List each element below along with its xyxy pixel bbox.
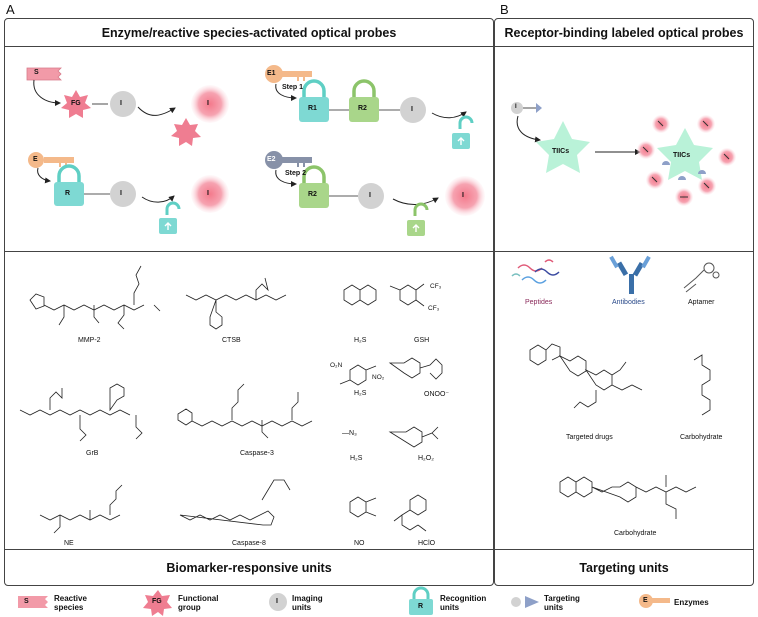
panel-b-footer-title: Targeting units	[579, 561, 669, 575]
panel-letter-b: B	[500, 2, 509, 17]
structures-peptides	[19, 265, 313, 534]
legend-imaging-units: Imaging units	[292, 594, 323, 612]
scheme-i-label-7: I	[462, 192, 464, 199]
label-h2s-a: H₂S	[354, 337, 367, 344]
label-targeted-drugs: Targeted drugs	[566, 434, 613, 441]
panel-letter-a: A	[6, 2, 15, 17]
scheme-fg-label: FG	[71, 100, 81, 107]
label-aptamer: Aptamer	[688, 299, 715, 306]
legend-reactive-species: Reactive species	[54, 594, 87, 612]
legend-glyph-r: R	[418, 603, 424, 610]
label-no2-b: NO₂	[372, 374, 385, 381]
label-hclo: HClO	[418, 540, 436, 547]
footer-divider	[4, 549, 754, 550]
panel-a-box	[4, 18, 494, 586]
antibodies-icon	[609, 255, 651, 294]
scheme-e2	[265, 151, 485, 236]
legend-glyph-e: E	[643, 597, 648, 604]
tlics-label-2: TIICs	[673, 152, 691, 159]
scheme-r2-label-1: R2	[358, 105, 367, 112]
label-caspase3: Caspase-3	[240, 450, 274, 457]
structures-small	[339, 283, 443, 532]
label-no: NO	[354, 540, 365, 547]
label-caspase8: Caspase-8	[232, 540, 266, 547]
legend-enzymes: Enzymes	[674, 598, 709, 607]
label-grb: GrB	[86, 450, 99, 457]
label-cf3-b: CF₃	[428, 305, 440, 312]
scheme-e-label: E	[33, 156, 38, 163]
scheme-r-label: R	[65, 190, 71, 197]
legend-functional-group: Functional group	[178, 594, 219, 612]
scheme-i-label-2: I	[207, 100, 209, 107]
scheme-e2-label: E2	[267, 156, 276, 163]
label-gsh: GSH	[414, 337, 430, 344]
legend-glyph-fg: FG	[152, 598, 162, 605]
scheme-step1-label: Step 1	[282, 84, 304, 91]
scheme-i-label-8: I	[515, 104, 517, 110]
label-mmp2: MMP-2	[78, 337, 101, 344]
label-h2o2: H₂O₂	[418, 455, 434, 462]
functional-group-star	[61, 90, 91, 118]
legend-icons	[18, 586, 670, 616]
label-onoo: ONOO⁻	[424, 391, 450, 398]
reactive-species-icon	[26, 67, 62, 81]
label-ctsb: CTSB	[222, 337, 241, 344]
scheme-i-label-1: I	[120, 100, 122, 107]
label-carbohydrate-a: Carbohydrate	[680, 434, 723, 441]
scheme-e1	[265, 65, 474, 149]
scheme-reactive-species	[26, 67, 229, 146]
scheme-i-label-3: I	[120, 190, 122, 197]
legend-targeting-units: Targeting units	[544, 594, 580, 612]
label-h2s-c: H₂S	[350, 455, 363, 462]
panel-a-footer-title: Biomarker-responsive units	[166, 561, 332, 575]
aptamer-icon	[683, 262, 720, 293]
scheme-i-label-6: I	[369, 192, 371, 199]
scheme-i-label-5: I	[411, 106, 413, 113]
scheme-s-label: S	[34, 69, 39, 76]
scheme-r1-label: R1	[308, 105, 317, 112]
label-h2s-b: H₂S	[354, 390, 367, 397]
scheme-tlics	[511, 102, 736, 206]
legend-recognition-units: Recognition units	[440, 594, 487, 612]
label-n3: —N₃	[342, 430, 357, 437]
panel-b-header-divider	[494, 46, 754, 47]
label-peptides: Peptides	[525, 299, 553, 306]
tlics-label-1: TIICs	[552, 148, 570, 155]
panel-b-title: Receptor-binding labeled optical probes	[504, 26, 744, 40]
label-carbohydrate-b: Carbohydrate	[614, 530, 657, 537]
label-cf3-a: CF₃	[430, 283, 442, 290]
scheme-r2-label-2: R2	[308, 191, 317, 198]
scheme-e1-label: E1	[267, 70, 276, 77]
scheme-enzyme	[28, 152, 229, 234]
peptides-icon	[511, 259, 560, 284]
label-no2-a: O₂N	[330, 362, 343, 369]
legend-glyph-s: S	[24, 598, 29, 605]
label-antibodies: Antibodies	[612, 299, 645, 306]
structure-carbohydrate-b	[559, 475, 697, 519]
panel-a-header-divider	[4, 46, 494, 47]
legend-glyph-i: I	[276, 598, 278, 605]
scheme-step2-label: Step 2	[285, 170, 307, 177]
panel-b-box	[494, 18, 754, 586]
structure-carbohydrate-a	[693, 354, 711, 416]
structure-targeted-drug	[529, 343, 643, 409]
label-ne: NE	[64, 540, 74, 547]
middle-divider	[4, 251, 754, 252]
scheme-i-label-4: I	[207, 190, 209, 197]
panel-a-title: Enzyme/reactive species-activated optica…	[101, 26, 397, 40]
